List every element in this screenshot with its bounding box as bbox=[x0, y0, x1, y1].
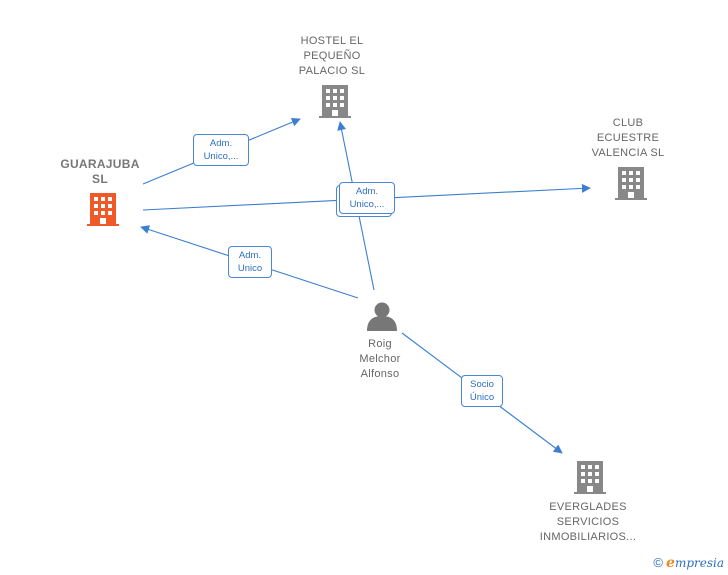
guarajuba-building-icon[interactable] bbox=[87, 193, 119, 226]
hostel-building-icon[interactable] bbox=[319, 85, 351, 118]
node-label-club[interactable]: CLUB ECUESTRE VALENCIA SL bbox=[591, 117, 665, 159]
edge-label-roig-hostel-club[interactable]: Adm. Unico,... bbox=[339, 182, 395, 214]
club-building-icon[interactable] bbox=[615, 167, 647, 200]
brand-name: mpresia bbox=[674, 556, 724, 570]
edge-label-roig-guarajuba[interactable]: Adm. Unico bbox=[228, 246, 272, 278]
node-label-everglades[interactable]: EVERGLADES SERVICIOS INMOBILIARIOS... bbox=[539, 501, 637, 543]
everglades-building-icon[interactable] bbox=[574, 461, 606, 494]
brand-logo-initial: e bbox=[666, 555, 675, 571]
node-label-guarajuba[interactable]: GUARAJUBA SL bbox=[60, 157, 140, 186]
node-label-hostel[interactable]: HOSTEL EL PEQUEÑO PALACIO SL bbox=[298, 35, 366, 77]
roig-person-icon[interactable] bbox=[367, 302, 397, 332]
copyright-symbol: © bbox=[653, 555, 664, 570]
footer-brand: ©empresia bbox=[653, 555, 724, 571]
edge-label-guarajuba-hostel[interactable]: Adm. Unico,... bbox=[193, 134, 249, 166]
node-label-roig[interactable]: Roig Melchor Alfonso bbox=[359, 338, 401, 380]
edge-label-roig-everglades[interactable]: Socio Único bbox=[461, 375, 503, 407]
